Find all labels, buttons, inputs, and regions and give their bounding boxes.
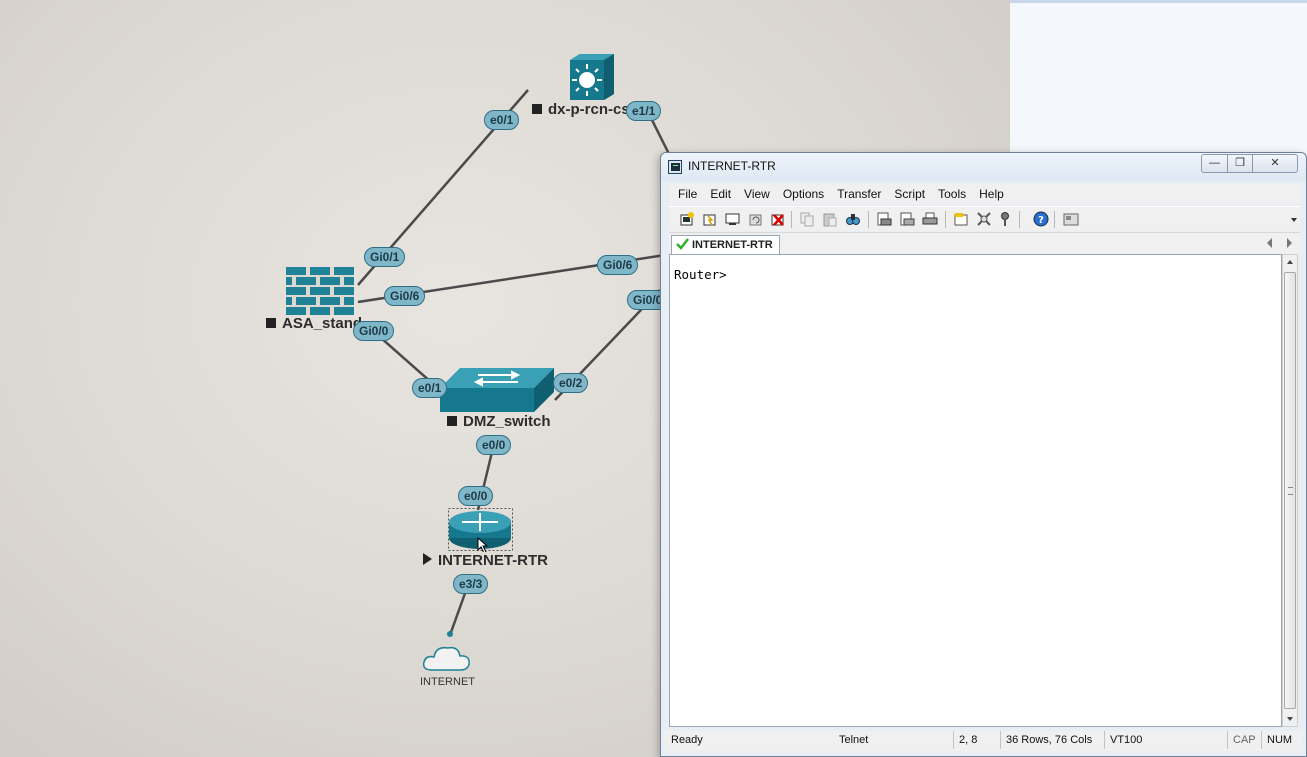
port-label: Gi0/6 [384,286,426,306]
status-protocol: Telnet [839,734,869,746]
toolbar-separator [868,211,869,228]
reconnect-icon[interactable] [748,211,764,227]
help-icon[interactable]: ? [1033,211,1049,227]
paste-icon[interactable] [822,211,838,227]
toolbar-separator [791,211,792,228]
quick-connect-icon[interactable] [702,211,718,227]
port-label: Gi0/1 [364,247,406,267]
restore-button[interactable]: ❐ [1227,154,1253,173]
status-bar: Ready Telnet 2, 8 36 Rows, 76 Cols VT100… [664,731,1303,751]
status-ready: Ready [671,734,703,746]
window-title: INTERNET-RTR [688,159,776,173]
tab-scroll-left-icon[interactable] [1267,238,1272,248]
svg-text:?: ? [1038,215,1044,226]
connect-in-tab-icon[interactable] [725,211,741,227]
print-selection-icon[interactable] [922,211,938,227]
toolbar-separator [945,211,946,228]
disconnect-icon[interactable] [770,211,786,227]
terminal-window[interactable]: INTERNET-RTR — ❐ ✕ File Edit View Options Tr… [660,152,1307,757]
close-button[interactable]: ✕ [1252,154,1298,173]
toolbar-separator [1019,211,1020,228]
port-label: e0/0 [476,435,512,455]
menu-bar: File Edit View Options Transfer Script Tools He… [669,184,1300,204]
status-num: NUM [1261,731,1303,749]
node-label-asa: ASA_stand [266,315,362,332]
connected-check-icon [676,238,689,256]
session-tab-label: INTERNET-RTR [692,239,773,251]
scroll-thumb[interactable] [1284,272,1296,709]
toolbar-overflow-icon[interactable] [1291,218,1297,222]
terminal-prompt: Router> [674,267,727,282]
app-icon [668,160,682,174]
status-cap: CAP [1227,731,1259,749]
port-label: e0/2 [553,373,589,393]
find-icon[interactable] [845,211,861,227]
connect-icon[interactable] [679,211,695,227]
menu-script[interactable]: Script [894,187,926,201]
scroll-down-icon[interactable] [1287,717,1293,721]
title-bar[interactable]: INTERNET-RTR — ❐ ✕ [661,153,1306,181]
terminal-screen[interactable]: Router> [669,254,1282,727]
status-cursor: 2, 8 [953,731,999,749]
keymap-icon[interactable] [997,211,1013,227]
port-label: e3/3 [453,574,489,594]
copy-icon[interactable] [799,211,815,227]
port-label: e0/0 [458,486,494,506]
port-label: Gi0/6 [597,255,639,275]
print-icon[interactable] [899,211,915,227]
menu-tools[interactable]: Tools [938,187,967,201]
print-setup-icon[interactable] [876,211,892,227]
sftp-icon[interactable] [1063,211,1079,227]
session-tab[interactable]: INTERNET-RTR [671,235,780,254]
menu-options[interactable]: Options [782,187,825,201]
menu-edit[interactable]: Edit [710,187,732,201]
scroll-up-icon[interactable] [1287,260,1293,264]
status-emulation: VT100 [1104,731,1224,749]
toolbar: ? [669,206,1300,231]
node-label-core: dx-p-rcn-cs [532,101,630,118]
session-tab-bar: INTERNET-RTR [669,232,1300,255]
menu-help[interactable]: Help [979,187,1004,201]
menu-view[interactable]: View [744,187,770,201]
port-label: e0/1 [412,378,448,398]
vertical-scrollbar[interactable] [1282,254,1298,727]
node-label-switch: DMZ_switch [447,413,551,430]
node-label-cloud: INTERNET [420,676,475,688]
global-options-icon[interactable] [976,211,992,227]
port-label: e0/1 [484,110,520,130]
toolbar-separator [1054,211,1055,228]
tab-scroll-right-icon[interactable] [1287,238,1292,248]
menu-file[interactable]: File [678,187,698,201]
status-size: 36 Rows, 76 Cols [1000,731,1102,749]
menu-transfer[interactable]: Transfer [837,187,882,201]
port-label: e1/1 [626,101,662,121]
session-options-icon[interactable] [953,211,969,227]
minimize-button[interactable]: — [1201,154,1228,173]
grip-icon [1288,487,1293,495]
port-label: Gi0/0 [353,321,395,341]
node-label-router: INTERNET-RTR [423,552,548,569]
